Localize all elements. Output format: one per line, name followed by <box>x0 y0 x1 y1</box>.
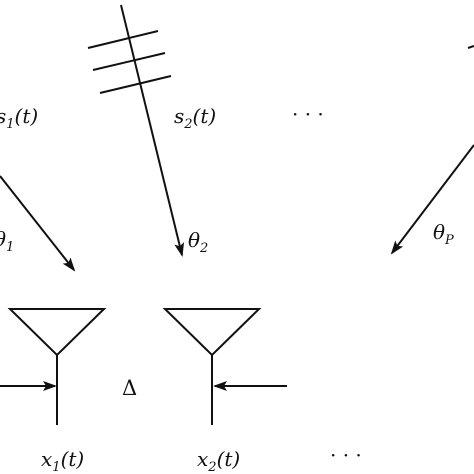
label-x2: x2(t) <box>197 447 240 474</box>
label-thetaP: θP <box>433 220 454 248</box>
wave-p-arrow <box>390 144 474 255</box>
wave-p-front-tick <box>467 45 474 49</box>
antenna-2 <box>162 308 262 357</box>
label-s2: s2(t) <box>174 104 216 132</box>
label-s1: s1(t) <box>0 104 38 132</box>
antenna-1 <box>7 308 107 357</box>
wave-1-arrow <box>0 175 76 272</box>
label-theta2: θ2 <box>188 228 208 256</box>
signals-ellipsis: · · · <box>292 102 324 126</box>
wavefront-3 <box>99 75 172 94</box>
label-theta1: θ1 <box>0 227 14 255</box>
label-x1: x1(t) <box>41 447 84 474</box>
wavefront-1 <box>87 30 159 49</box>
outputs-ellipsis: · · · <box>330 443 362 467</box>
label-spacing: Δ <box>122 376 137 400</box>
wavefront-2 <box>92 52 166 71</box>
wave-2-arrow <box>120 4 185 257</box>
